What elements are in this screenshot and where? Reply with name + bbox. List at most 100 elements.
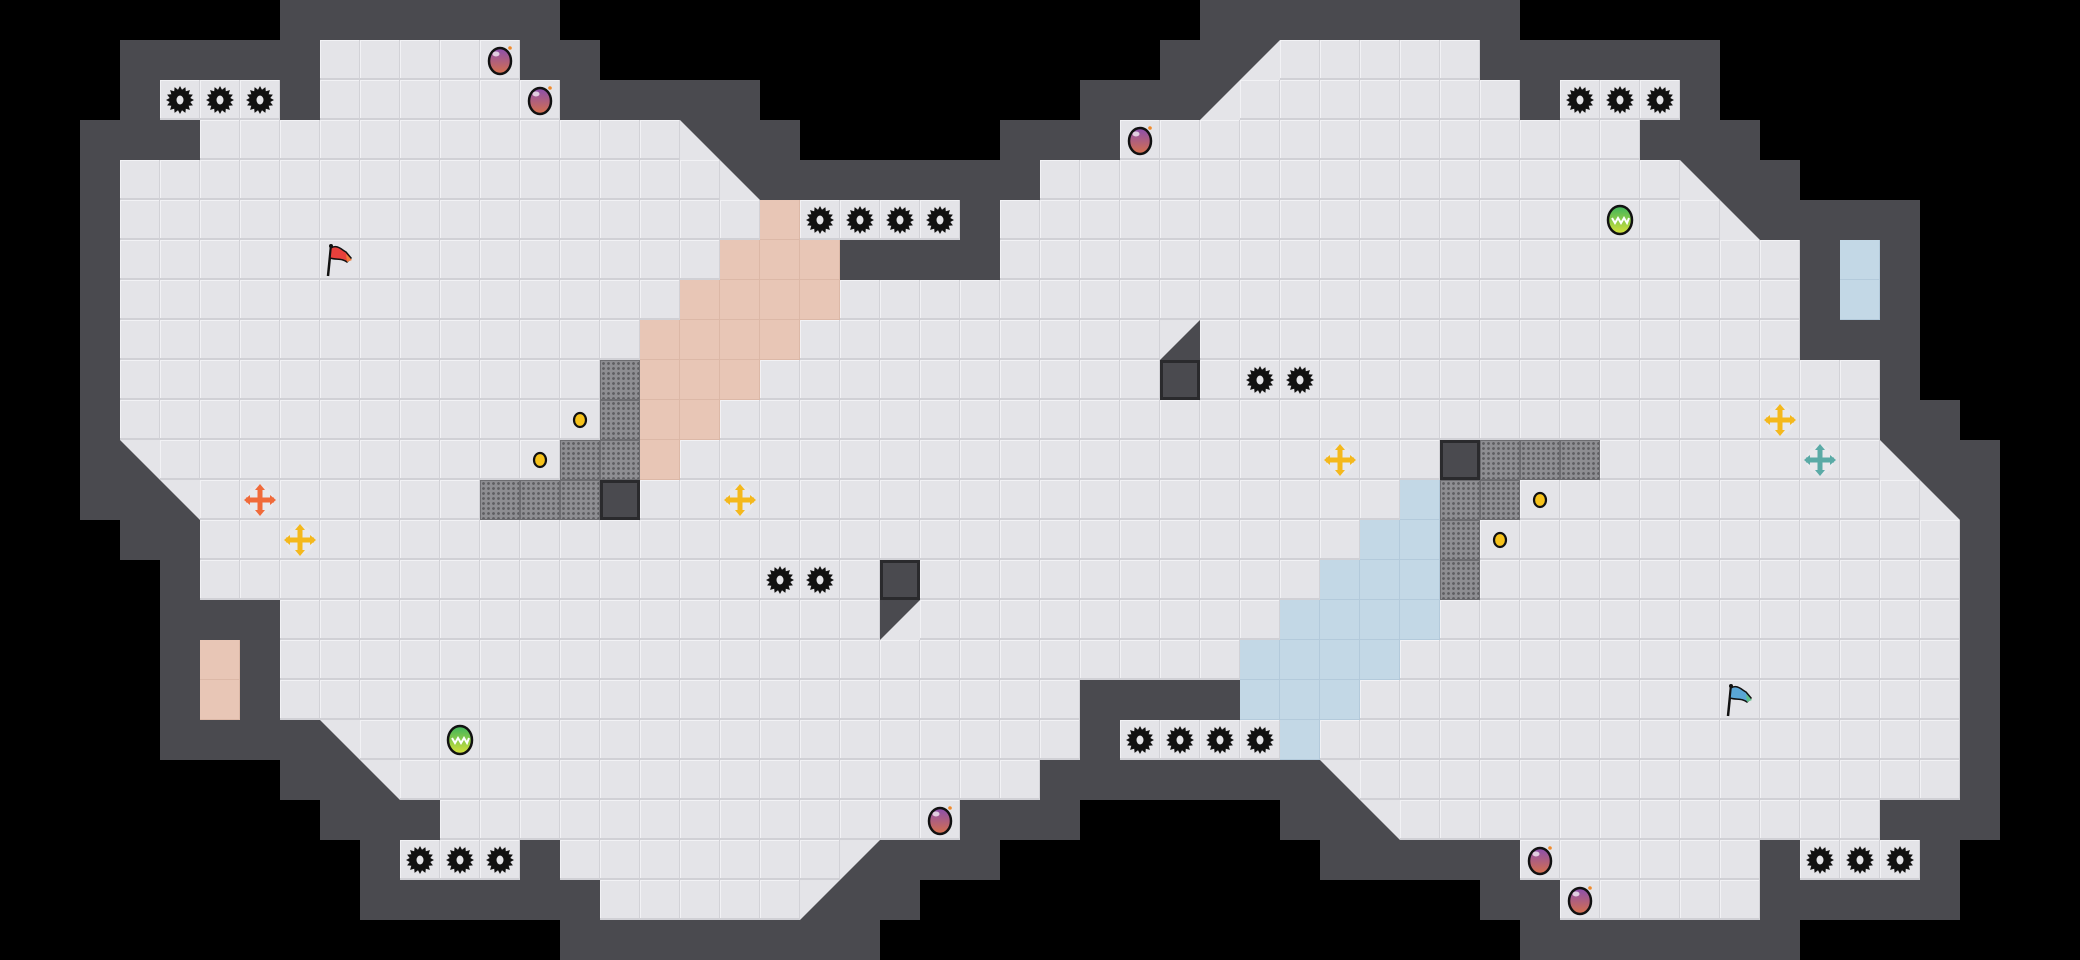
floor-tile [1320, 80, 1360, 120]
wall-tile [960, 160, 1000, 200]
floor-tile [1680, 600, 1720, 640]
floor-tile [1120, 200, 1160, 240]
wall-tile [1520, 40, 1560, 80]
wall-tile [160, 40, 200, 80]
floor-tile [280, 400, 320, 440]
wall-tile [1160, 760, 1200, 800]
wall-tile [1480, 40, 1520, 80]
red-team-tile [200, 640, 240, 680]
wall-tile [80, 360, 120, 400]
floor-tile [1200, 160, 1240, 200]
floor-tile [120, 280, 160, 320]
floor-tile [640, 800, 680, 840]
wall-tile [1640, 120, 1680, 160]
floor-tile [1320, 160, 1360, 200]
grate-tile [520, 480, 560, 520]
floor-tile [400, 440, 440, 480]
wall-tile [760, 120, 800, 160]
floor-tile [1240, 440, 1280, 480]
floor-tile [1040, 600, 1080, 640]
floor-tile [1440, 360, 1480, 400]
floor-tile [1600, 600, 1640, 640]
wall-tile [1120, 680, 1160, 720]
floor-tile [1560, 400, 1600, 440]
wall-tile [1000, 160, 1040, 200]
floor-tile [1040, 680, 1080, 720]
wall-tile [840, 920, 880, 960]
floor-tile [1440, 80, 1480, 120]
floor-tile [1040, 560, 1080, 600]
wall-tile [1400, 0, 1440, 40]
floor-tile [1000, 280, 1040, 320]
floor-tile [1560, 720, 1600, 760]
wall-tile [400, 800, 440, 840]
wall-tile [1480, 880, 1520, 920]
floor-tile [1320, 240, 1360, 280]
wall-tile [1960, 520, 2000, 560]
floor-tile [1080, 480, 1120, 520]
wall-tile [120, 120, 160, 160]
red-team-tile [800, 280, 840, 320]
floor-tile [1840, 480, 1880, 520]
floor-tile [240, 240, 280, 280]
floor-tile [520, 240, 560, 280]
floor-tile [440, 400, 480, 440]
red-team-tile [640, 360, 680, 400]
floor-tile [840, 480, 880, 520]
floor-tile [120, 200, 160, 240]
floor-tile [560, 160, 600, 200]
floor-tile [1200, 480, 1240, 520]
floor-tile [240, 560, 280, 600]
floor-tile [1880, 680, 1920, 720]
wall-tile [80, 320, 120, 360]
floor-tile [880, 680, 920, 720]
floor-tile [920, 720, 960, 760]
floor-tile [720, 760, 760, 800]
diagonal-wall-tile [360, 760, 400, 800]
wall-tile [1920, 440, 1960, 480]
blue-team-tile [1400, 600, 1440, 640]
wall-tile [720, 920, 760, 960]
floor-tile [1520, 280, 1560, 320]
spike-tile [760, 560, 800, 600]
red-team-tile [760, 240, 800, 280]
floor-tile [1120, 280, 1160, 320]
floor-tile [1480, 280, 1520, 320]
floor-tile [960, 560, 1000, 600]
floor-tile [1600, 440, 1640, 480]
floor-tile [1560, 360, 1600, 400]
floor-tile [400, 760, 440, 800]
wall-tile [480, 880, 520, 920]
floor-tile [1840, 520, 1880, 560]
floor-tile [1400, 640, 1440, 680]
floor-tile [760, 360, 800, 400]
red-team-tile [720, 360, 760, 400]
floor-tile [320, 160, 360, 200]
floor-tile [1640, 240, 1680, 280]
floor-tile [360, 400, 400, 440]
floor-tile [1080, 160, 1120, 200]
spike-tile [400, 840, 440, 880]
floor-tile [1240, 400, 1280, 440]
floor-tile [1760, 440, 1800, 480]
floor-tile [1440, 640, 1480, 680]
floor-tile [160, 400, 200, 440]
floor-tile [1520, 200, 1560, 240]
floor-tile [1040, 400, 1080, 440]
floor-tile [1000, 600, 1040, 640]
floor-tile [1560, 560, 1600, 600]
floor-tile [1680, 320, 1720, 360]
floor-tile [1600, 800, 1640, 840]
floor-tile [800, 680, 840, 720]
red-team-tile [720, 280, 760, 320]
floor-tile [1200, 440, 1240, 480]
floor-tile [1600, 120, 1640, 160]
bomb-icon [1560, 880, 1600, 920]
floor-tile [1440, 320, 1480, 360]
floor-tile [1440, 760, 1480, 800]
floor-tile [640, 520, 680, 560]
floor-tile [360, 680, 400, 720]
floor-tile [320, 280, 360, 320]
floor-tile [1400, 40, 1440, 80]
floor-tile [200, 120, 240, 160]
